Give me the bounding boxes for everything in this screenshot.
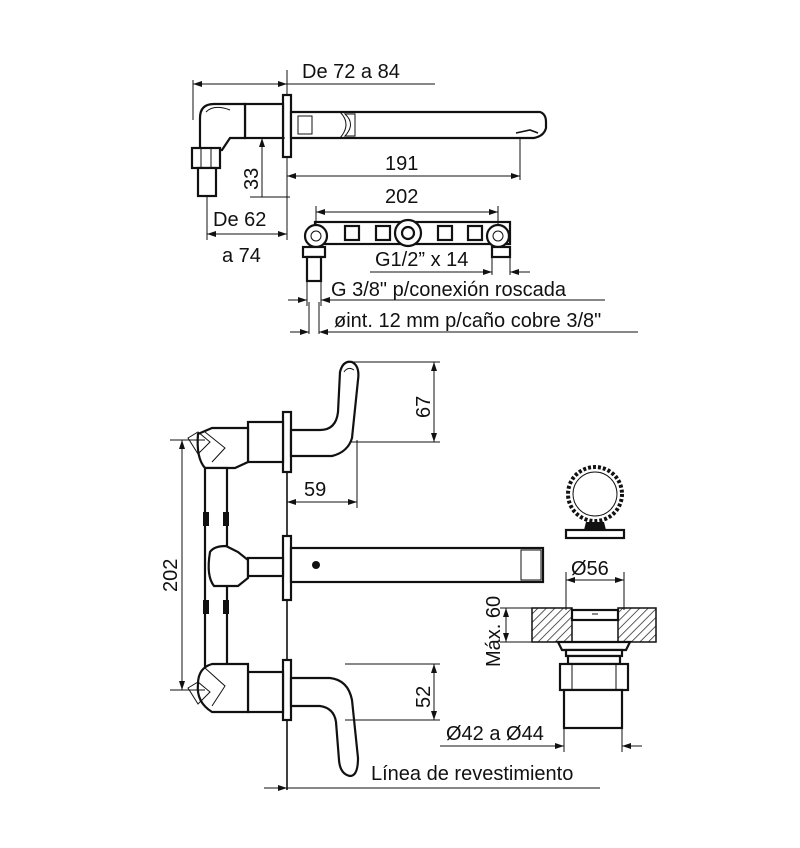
body-block [243,102,285,140]
escutcheon-base [564,528,626,540]
pipe-label: øint. 12 mm p/caño cobre 3/8" [334,310,601,332]
lever-offset-label: 59 [304,479,326,501]
supply-tail [196,166,218,198]
wall-depth-label: De 72 a 84 [302,61,400,83]
left-tail [305,255,323,283]
spout-ring [339,111,347,139]
wall-plate [281,93,293,159]
escutcheon-clip [584,522,606,530]
upper-escutcheon [281,410,293,474]
front-view: 67 59 202 52 Línea de revestimiento [160,360,600,791]
max-depth-label: Máx. 60 [483,596,505,667]
drain-sleeve [562,688,624,730]
left-nut [301,245,327,259]
body-depth-label-line1: De 62 [213,209,266,231]
logo-mark [312,561,320,569]
supply-bar-view: 202 G1/2” x 14 G 3/8" p/conexión roscada… [288,186,638,335]
left-inlet [303,223,329,249]
center-escutcheon [281,534,293,602]
center-fitting [207,544,250,588]
drain-body [558,662,630,692]
escutcheon-ring [566,465,624,523]
supply-width-label: 202 [385,186,418,208]
spout-collar [297,115,313,135]
center-nipple [246,556,285,578]
elbow-fitting [198,102,247,152]
hex-nut [190,146,222,170]
spout-profile [289,110,548,140]
drain-detail: Ø56 Máx. 60 Ø42 a Ø44 [440,465,657,752]
spout-length-label: 191 [385,153,418,175]
lower-body [246,670,285,714]
wall-line-label: Línea de revestimiento [371,763,573,785]
lower-elbow [196,662,250,714]
upper-elbow [196,426,250,470]
top-side-view: De 72 a 84 191 33 De 62 a 74 [190,61,548,267]
lower-escutcheon [281,658,293,722]
total-height-label: 202 [160,559,182,592]
right-inlet [485,223,511,249]
body-depth-label-line2: a 74 [222,245,261,267]
drain-diameter-label: Ø56 [571,558,609,580]
lower-lever-label: 52 [413,686,435,708]
thread-label: G1/2” x 14 [375,249,468,271]
right-nut [490,245,512,259]
drain-hole-label: Ø42 a Ø44 [446,723,544,745]
height-label: 33 [241,168,263,190]
spout-front [289,546,545,584]
wall-section-left [531,607,573,643]
upper-body [246,420,285,464]
upper-lever [289,360,360,458]
lever-height-label: 67 [413,396,435,418]
wall-section-right [617,607,657,643]
connection-label: G 3/8" p/conexión roscada [331,279,567,301]
lower-lever [289,676,360,778]
aerator [515,129,539,134]
